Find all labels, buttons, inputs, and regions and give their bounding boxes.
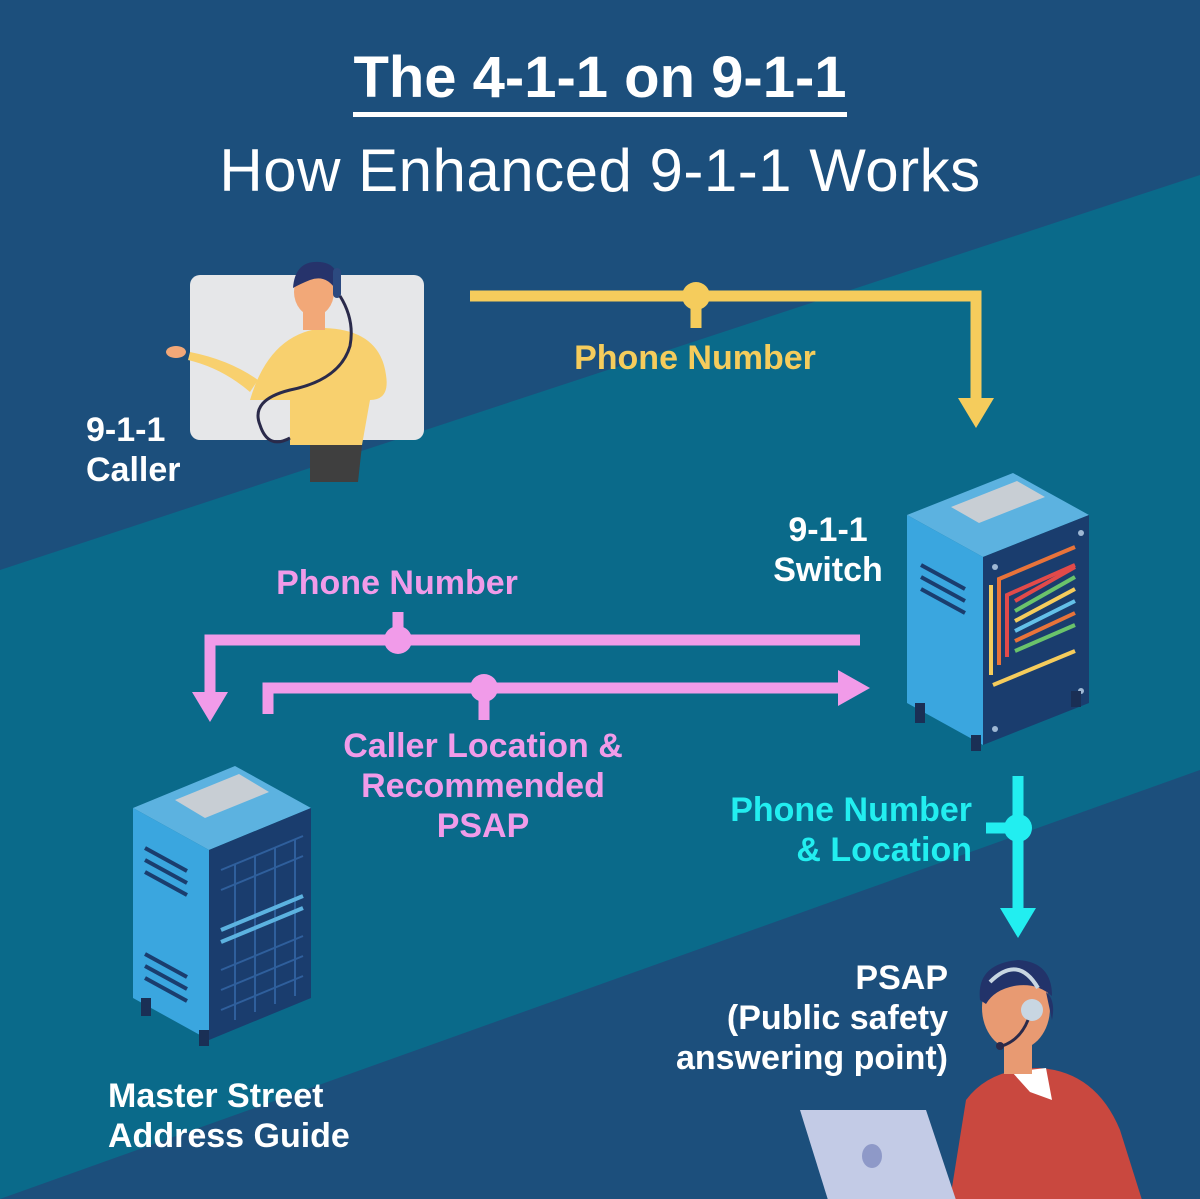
psap-label: PSAP (Public safety answering point) (676, 959, 948, 1077)
caller-hand (166, 346, 186, 358)
arrow-switch-to-msag (204, 612, 860, 694)
subtitle: How Enhanced 9-1-1 Works (219, 137, 981, 204)
flow-label-caller-to-switch: Phone Number (574, 339, 816, 377)
title-text: The 4-1-1 on 9-1-1 (353, 45, 847, 117)
switch-label: 9-1-1 Switch (773, 511, 883, 589)
caller-illustration (166, 261, 424, 482)
arrow-switch-to-psap (986, 776, 1024, 912)
flow-label-msag-to-switch: Caller Location & Recommended PSAP (343, 727, 623, 845)
operator-shirt (950, 1068, 1142, 1199)
headset-icon (1021, 999, 1043, 1021)
flow-label-switch-to-psap: Phone Number & Location (730, 791, 972, 869)
msag-label: Master Street Address Guide (108, 1077, 350, 1155)
caller-label: 9-1-1 Caller (86, 411, 181, 489)
phone-cord (256, 295, 353, 444)
msag-server (133, 766, 311, 1046)
flow-label-switch-to-msag: Phone Number (276, 564, 518, 602)
psap-operator-illustration (800, 960, 1142, 1199)
title: The 4-1-1 on 9-1-1 (0, 44, 1200, 117)
caller-torso (250, 328, 387, 445)
phone-icon (333, 268, 341, 298)
switch-server (907, 473, 1089, 751)
arrow-msag-to-switch (262, 682, 840, 720)
